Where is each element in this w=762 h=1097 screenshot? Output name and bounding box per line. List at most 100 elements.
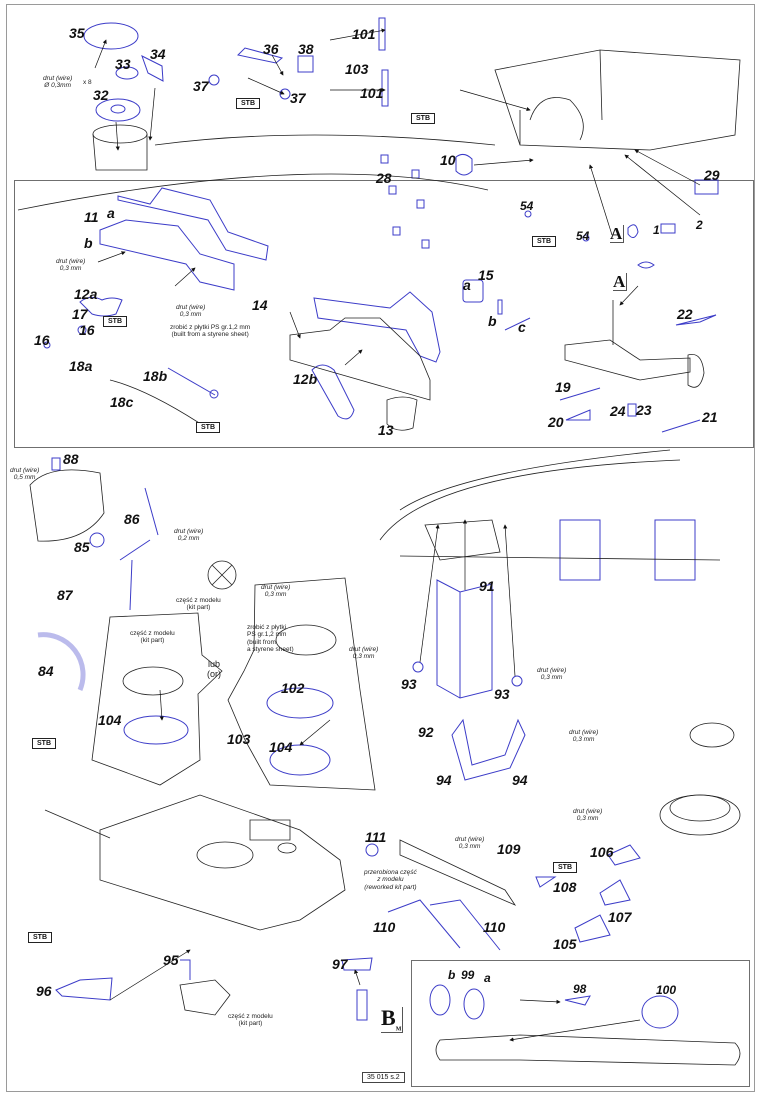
label-part-16-right: 16 [79,322,95,338]
barrel-assembly-panel [411,960,750,1087]
wire-note-0-3mm: drut (wire) Ø 0,3mm [43,75,73,90]
label-part-33: 33 [115,56,131,72]
label-part-37-right: 37 [290,90,306,106]
part-99b [429,984,451,1016]
label-part-29: 29 [704,167,720,183]
label-part-100: 100 [656,983,677,997]
label-part-111: 111 [365,829,387,845]
part-106 [607,844,641,866]
label-part-36: 36 [263,41,279,57]
callout-A-top: A [610,224,625,243]
part-33 [115,66,139,80]
label-part-110-right: 110 [483,919,506,935]
stb-badge-part-54: STB [532,236,556,247]
kit-part-note-wheel: część z modelu (kit part) [176,597,221,612]
label-part-11a: a [107,205,115,221]
stb-badge-part-101: STB [411,113,435,124]
label-part-96: 96 [36,983,52,999]
label-part-12b: 12b [293,371,318,387]
kit-beam [289,317,431,401]
label-part-99b: b [448,968,456,982]
instruction-sheet-frame [6,4,755,1092]
label-part-12a: 12a [74,286,98,302]
label-part-21: 21 [702,409,718,425]
stb-badge-part-108: STB [553,862,577,873]
label-part-20: 20 [548,414,564,430]
kit-part-note-option1: część z modelu (kit part) [130,630,175,645]
kit-part-note-95: część z modelu (kit part) [228,1013,273,1028]
wire-note-bottom: drut (wire) 0,3 mm [569,729,599,744]
label-part-13: 13 [378,422,394,438]
part-104-option1 [123,715,189,745]
part-11b-plate [99,219,235,291]
label-part-35: 35 [69,25,85,41]
label-part-18b: 18b [143,368,168,384]
part-102 [266,687,334,719]
label-part-1: 1 [653,223,660,237]
part-12b [311,364,355,420]
part-107 [599,879,631,906]
label-part-107: 107 [608,909,632,925]
label-part-97: 97 [332,956,348,972]
label-part-101-bottom: 101 [360,85,384,101]
label-part-14: 14 [252,297,268,313]
label-part-15b: b [488,313,497,329]
part-110-left [387,899,461,949]
label-part-15a: a [463,277,471,293]
label-part-84: 84 [38,663,54,679]
kit-wheel [207,560,237,590]
part-29 [694,179,719,195]
callout-A-detail: A [613,272,628,291]
part-13 [386,396,418,431]
label-part-19: 19 [555,379,571,395]
label-part-103: 103 [345,61,369,77]
part-97 [341,957,373,971]
label-part-101-top: 101 [352,26,376,42]
part-37-left [208,74,220,86]
part-95 [180,959,191,980]
stb-badge-part-36: STB [236,98,260,109]
middle-assembly-panel [14,180,754,448]
part-92 [451,718,526,781]
label-part-24: 24 [610,403,626,419]
or-label: lub (or) [207,659,221,680]
part-1 [660,223,676,234]
label-part-23: 23 [636,402,652,418]
part-15c [504,317,531,331]
part-111 [365,843,379,857]
wire-note-option2: drut (wire) 0,3 mm [261,584,291,599]
part-84 [37,632,86,691]
label-part-103-option2: 103 [227,731,251,747]
part-B [356,989,368,1021]
kit-barrel [435,1034,741,1066]
label-part-38: 38 [298,41,314,57]
label-part-54-bottom: 54 [576,229,590,243]
page-code: 35 015 s.2 [362,1072,405,1083]
wire-note-right: drut (wire) 0,3 mm [537,667,567,682]
part-105 [574,914,611,943]
label-part-108: 108 [553,879,577,895]
stb-badge-part-96: STB [28,932,52,943]
label-part-32: 32 [93,87,109,103]
part-22 [675,314,717,326]
part-38 [297,55,314,73]
label-part-54-top: 54 [520,199,534,213]
wire-note-left: drut (wire) 0,3 mm [349,646,379,661]
kit-hatch [29,469,105,542]
wire-note-11-right: drut (wire) 0,3 mm [176,304,206,319]
label-part-105: 105 [553,936,577,952]
reworked-kit-part-note: przerobiona część z modelu (reworked kit… [364,869,417,891]
wire-note-11: drut (wire) 0,3 mm [56,258,86,273]
label-part-104-option2: 104 [269,739,293,755]
part-21 [661,419,701,433]
part-37-right [279,88,291,100]
label-part-11: 11 [84,209,99,225]
label-part-18a: 18a [69,358,93,374]
label-part-109: 109 [497,841,521,857]
label-part-91: 91 [479,578,495,594]
styrene-note-option2: zrobić z płytki PS gr.1,2 mm (built from… [247,624,294,654]
label-part-86: 86 [124,511,140,527]
part-98 [564,995,591,1006]
label-part-88: 88 [63,451,79,467]
part-86 [119,487,159,611]
